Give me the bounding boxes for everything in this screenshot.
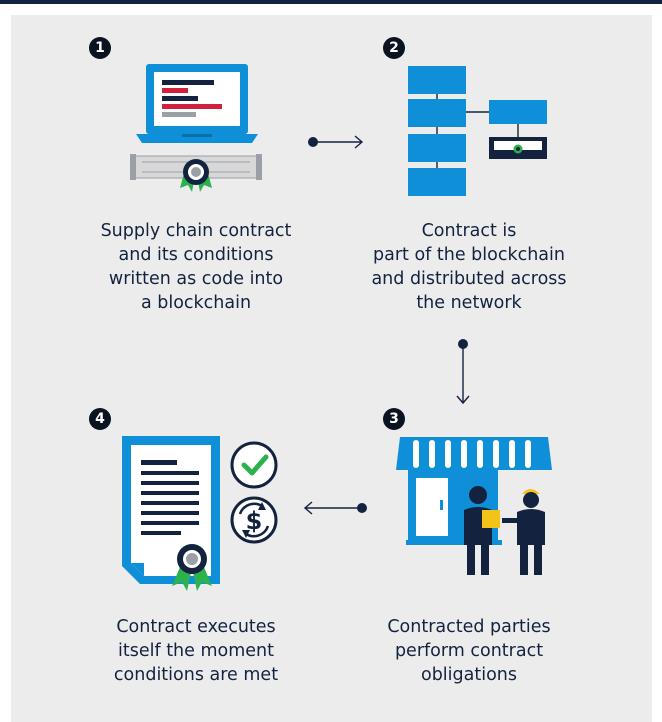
payment-cycle-icon: $ [230, 496, 278, 544]
laptop-icon [136, 64, 258, 143]
step-1-badge: 1 [89, 37, 111, 59]
laptop-certificate-icon [130, 64, 262, 192]
step-3-caption-line: obligations [420, 665, 517, 685]
top-rule [0, 0, 662, 4]
arrow-step1-to-step2 [308, 135, 364, 149]
background-panel [11, 15, 652, 722]
step-4-caption: Contract executes itself the moment cond… [66, 615, 326, 687]
block-4 [408, 168, 466, 196]
step-1-caption-line: Supply chain contract [100, 221, 292, 241]
step-4-caption-line: conditions are met [113, 665, 279, 685]
step-2-caption-line: and distributed across [371, 269, 567, 289]
certificate-scroll-icon [130, 154, 262, 192]
blockchain-network-icon [408, 66, 547, 196]
step-4-badge: 4 [89, 408, 111, 430]
package-icon [482, 510, 500, 528]
arrow-step2-to-step3 [456, 339, 470, 405]
step-3-caption: Contracted parties perform contract obli… [339, 615, 599, 687]
block-1 [408, 66, 466, 94]
step-2-caption-line: Contract is [421, 221, 517, 241]
check-icon [230, 441, 278, 489]
step-2-caption-line: the network [416, 293, 522, 313]
arrow-step3-to-step4 [303, 501, 367, 515]
step-2-badge: 2 [383, 37, 405, 59]
step-2-caption: Contract is part of the blockchain and d… [339, 219, 599, 315]
step-3-badge: 3 [383, 408, 405, 430]
step-3-caption-line: Contracted parties [387, 617, 551, 637]
block-branch [489, 100, 547, 124]
step-1-caption-line: and its conditions [118, 245, 274, 265]
step-4-caption-line: itself the moment [118, 641, 274, 661]
svg-text:$: $ [246, 507, 263, 535]
step-1-caption-line: written as code into [108, 269, 284, 289]
person-courier-icon [502, 489, 545, 575]
shop-delivery-icon [396, 437, 552, 575]
block-3 [408, 134, 466, 162]
contract-block [489, 137, 547, 159]
block-2 [408, 99, 466, 127]
step-2-caption-line: part of the blockchain [373, 245, 565, 265]
executed-contract-icon: $ [122, 436, 278, 591]
step-1-caption: Supply chain contract and its conditions… [66, 219, 326, 315]
step-3-caption-line: perform contract [394, 641, 544, 661]
step-1-caption-line: a blockchain [140, 293, 252, 313]
person-customer-icon [464, 486, 500, 575]
step-4-caption-line: Contract executes [116, 617, 276, 637]
seal-ribbon-icon [172, 544, 212, 591]
